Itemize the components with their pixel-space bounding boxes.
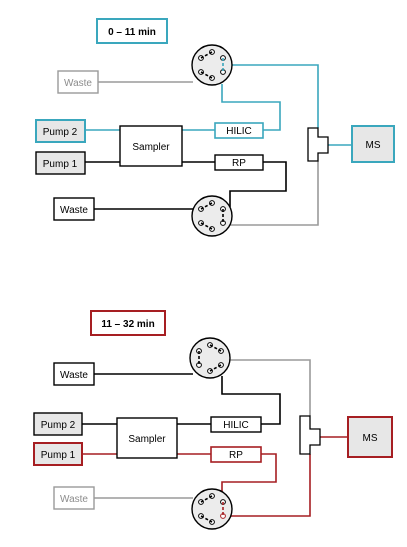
top-rp-valve-line — [229, 161, 287, 207]
panel-top: 0 – 11 min Waste Pump 2 Pump 1 Sampler H… — [35, 18, 395, 237]
valve-body — [189, 337, 231, 379]
bottom-sampler-box — [116, 417, 178, 459]
top-waste-box — [57, 70, 99, 94]
bottom-rp-column — [210, 446, 262, 463]
bottom-pump1-label: Pump 1 — [41, 450, 76, 461]
bottom-rp-label: RP — [229, 450, 243, 461]
top-pump1-box — [35, 151, 86, 175]
top-upper-valve — [191, 44, 233, 86]
bottom-hilic-valve-line — [221, 376, 281, 425]
bottom-pump1-box — [33, 442, 83, 466]
top-pump1-label: Pump 1 — [43, 159, 78, 170]
top-waste2-box — [53, 197, 95, 221]
bottom-ms-label: MS — [363, 433, 378, 444]
bottom-lower-valve — [191, 488, 233, 530]
bottom-waste2-label: Waste — [60, 494, 88, 505]
valve-body — [191, 488, 233, 530]
valve-channel — [200, 51, 213, 79]
top-connections — [85, 64, 352, 226]
top-sampler-box — [119, 125, 183, 167]
top-sampler-label: Sampler — [132, 142, 170, 153]
bottom-valve-tee-line2 — [230, 454, 311, 517]
valve-channel — [200, 495, 213, 523]
top-pump2-label: Pump 2 — [43, 127, 78, 138]
bottom-time-box — [90, 310, 166, 336]
valve-channel — [198, 344, 222, 372]
top-waste2-label: Waste — [60, 205, 88, 216]
top-tee-connector — [307, 127, 329, 162]
bottom-hilic-column — [210, 416, 262, 433]
top-rp-label: RP — [232, 158, 246, 169]
bottom-upper-valve — [189, 337, 231, 379]
bottom-time-label: 11 – 32 min — [101, 319, 154, 330]
bottom-waste2-box — [53, 486, 95, 510]
bottom-ms-box — [347, 416, 393, 458]
top-rp-column — [214, 154, 264, 171]
top-time-box — [96, 18, 168, 44]
top-lower-valve — [191, 195, 233, 237]
bottom-valve-tee-line — [228, 359, 311, 416]
bottom-waste-label: Waste — [60, 370, 88, 381]
bottom-waste-box — [53, 362, 95, 386]
bottom-sampler-label: Sampler — [128, 434, 166, 445]
top-waste-label: Waste — [64, 78, 92, 89]
bottom-connections — [82, 359, 348, 517]
top-ms-label: MS — [366, 140, 381, 151]
valve-body — [191, 195, 233, 237]
bottom-tee-connector — [299, 415, 321, 455]
top-pump2-box — [35, 119, 86, 143]
top-ms-box — [351, 125, 395, 163]
top-hilic-valve-line — [221, 84, 281, 131]
bottom-pump2-box — [33, 412, 83, 436]
panel-bottom: 11 – 32 min Waste Pump 2 Pump 1 Sampler … — [33, 310, 393, 530]
top-valve-tee-line — [230, 161, 319, 226]
bottom-hilic-label: HILIC — [223, 420, 249, 431]
top-valve-ms-line — [229, 64, 319, 128]
top-hilic-column — [214, 122, 264, 139]
top-time-label: 0 – 11 min — [108, 27, 156, 38]
valve-body — [191, 44, 233, 86]
bottom-pump2-label: Pump 2 — [41, 420, 76, 431]
valve-channel — [200, 202, 224, 230]
bottom-rp-valve-line — [221, 453, 277, 500]
top-hilic-label: HILIC — [226, 126, 252, 137]
